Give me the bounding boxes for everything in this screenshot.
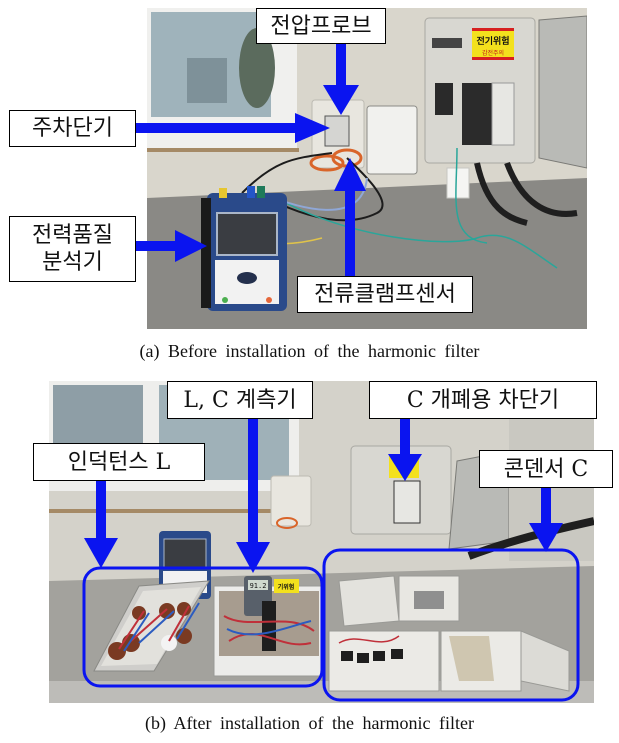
- meter-reading: 91.2: [250, 582, 267, 590]
- caption-panel-b: (b) After installation of the harmonic f…: [145, 713, 474, 733]
- warning-sticker-b: 기위험: [278, 583, 295, 591]
- label-capacitor-c: 콘덴서 C: [479, 450, 613, 488]
- photo-b-scene: 91.2 기위험: [49, 381, 594, 703]
- label-c-switching-breaker: C 개폐용 차단기: [369, 381, 597, 419]
- warning-sticker-title: 전기위험: [476, 35, 509, 47]
- warning-sticker-subtitle: 감전주의: [482, 49, 504, 57]
- photo-a-scene: 전기위험 감전주의: [147, 8, 587, 329]
- label-current-clamp-sensor: 전류클램프센서: [297, 276, 473, 313]
- label-lc-meter: L, C 계측기: [167, 381, 313, 419]
- caption-panel-a: (a) Before installation of the harmonic …: [139, 341, 480, 361]
- photo-before-installation: 전기위험 감전주의: [147, 8, 587, 329]
- label-power-quality-analyzer: 전력품질 분석기: [9, 216, 136, 282]
- label-voltage-probe: 전압프로브: [256, 8, 386, 44]
- label-main-breaker: 주차단기: [9, 110, 136, 147]
- label-inductance-l: 인덕턴스 L: [33, 443, 205, 481]
- photo-after-installation: 91.2 기위험: [49, 381, 594, 703]
